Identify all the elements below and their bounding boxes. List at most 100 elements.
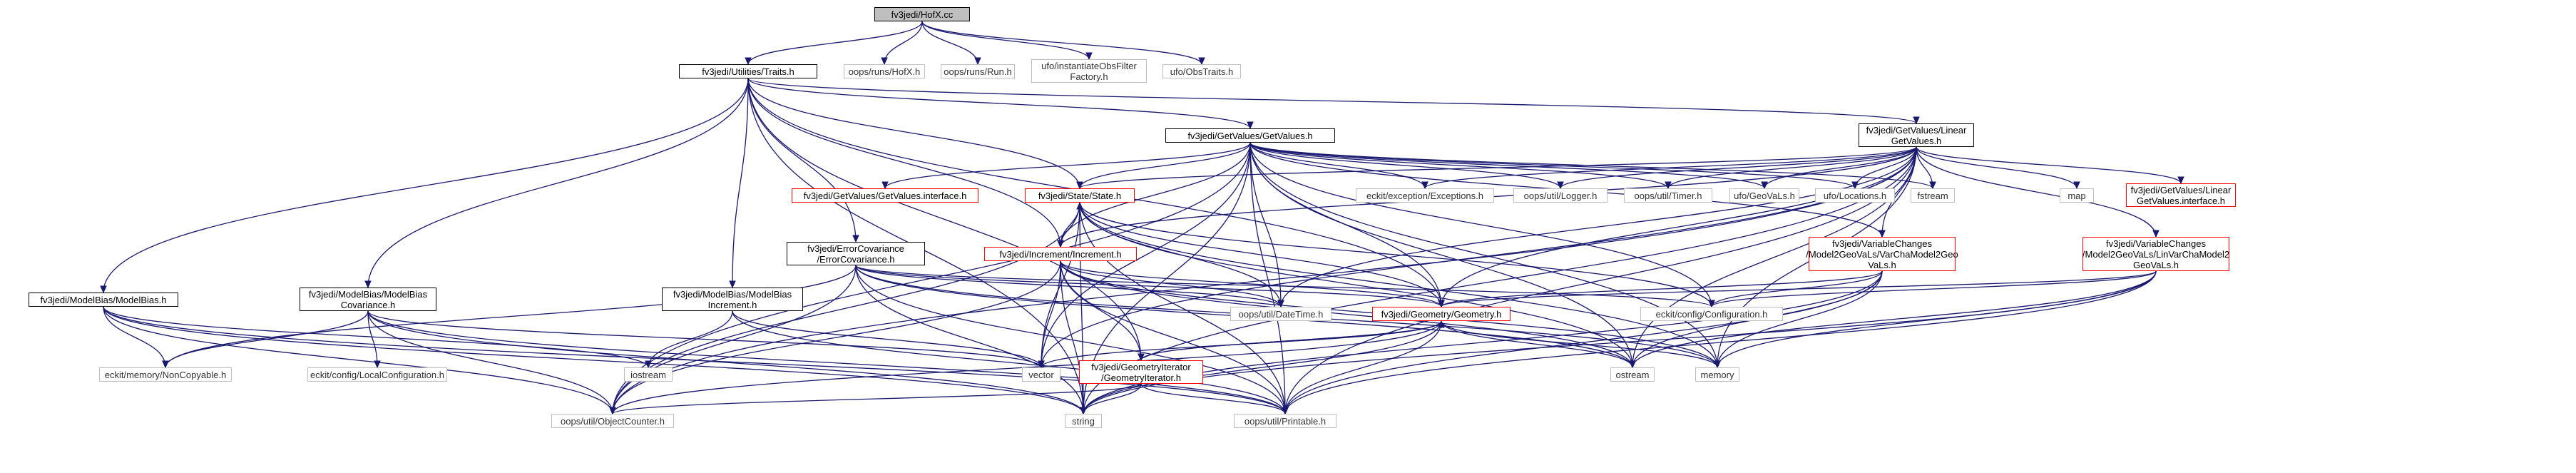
node-errcov[interactable]: fv3jedi/ErrorCovariance/ErrorCovariance.… <box>787 242 925 265</box>
edge-getvalues-increment <box>1060 142 1251 248</box>
node-label: fstream <box>1917 190 1948 201</box>
edge-arrowhead <box>1277 300 1284 308</box>
node-timer: oops/util/Timer.h <box>1624 188 1712 203</box>
node-label: /GeometryIterator.h <box>1101 372 1181 383</box>
edge-varcha-memory <box>1717 270 1883 368</box>
node-localconfig: eckit/config/LocalConfiguration.h <box>307 367 447 382</box>
node-label: fv3jedi/Increment/Increment.h <box>999 248 1122 260</box>
node-label: fv3jedi/State/State.h <box>1038 190 1122 201</box>
node-gvinterface[interactable]: fv3jedi/GetValues/GetValues.interface.h <box>792 188 978 203</box>
edge-arrowhead <box>1665 181 1672 190</box>
node-label: eckit/config/Configuration.h <box>1655 308 1768 320</box>
edge-arrowhead <box>745 57 752 66</box>
node-exceptions: eckit/exception/Exceptions.h <box>1356 188 1494 203</box>
edge-linvarcha-configuration <box>1711 270 2157 307</box>
node-root: fv3jedi/HofX.cc <box>874 7 970 21</box>
edge-root-instobs <box>921 21 1090 60</box>
node-string: string <box>1065 414 1102 428</box>
edge-modelbias-noncopyable <box>103 306 166 368</box>
edge-root-traits <box>747 21 923 65</box>
node-logger: oops/util/Logger.h <box>1513 188 1608 203</box>
edge-arrowhead <box>1282 407 1289 415</box>
node-vector: vector <box>1022 367 1060 382</box>
node-memory: memory <box>1695 367 1739 382</box>
node-label: VaLs.h <box>1868 259 1896 270</box>
edge-arrowhead <box>1085 52 1093 61</box>
node-varcha[interactable]: fv3jedi/VariableChanges/Model2GeoVaLs/Va… <box>1806 237 1958 271</box>
edge-arrowhead <box>1076 201 1083 210</box>
edge-errcov-printable <box>855 265 1286 414</box>
edge-arrowhead <box>1438 300 1445 308</box>
edge-traits-errcov <box>747 78 857 243</box>
edge-arrowhead <box>1076 181 1083 190</box>
edge-mbcov-vector <box>367 310 1042 368</box>
node-obstraits: ufo/ObsTraits.h <box>1162 64 1241 78</box>
edge-arrowhead <box>852 235 859 243</box>
node-traits[interactable]: fv3jedi/Utilities/Traits.h <box>679 64 817 78</box>
edge-lingetvalues-datetime <box>1280 146 1917 307</box>
node-label: /ErrorCovariance.h <box>817 253 895 265</box>
node-label: fv3jedi/ModelBias/ModelBias.h <box>40 294 167 305</box>
edge-arrowhead <box>1913 116 1920 125</box>
node-getvalues[interactable]: fv3jedi/GetValues/GetValues.h <box>1165 128 1335 143</box>
node-run: oops/runs/Run.h <box>941 64 1015 78</box>
edge-errcov-string <box>855 265 1084 414</box>
edge-mbcov-noncopyable <box>165 310 369 368</box>
edge-increment-geometry <box>1060 260 1442 307</box>
node-label: ufo/GeoVaLs.h <box>1734 190 1795 201</box>
node-noncopyable: eckit/memory/NonCopyable.h <box>99 367 232 382</box>
node-label: iostream <box>630 369 666 380</box>
edge-getvalues-exceptions <box>1249 142 1426 189</box>
node-label: oops/util/Logger.h <box>1523 190 1598 201</box>
node-label: memory <box>1700 369 1734 380</box>
edge-varcha-string <box>1083 270 1883 414</box>
node-label: ostream <box>1615 369 1650 380</box>
node-label: /Model2GeoVaLs/VarChaModel2Geo <box>1806 248 1958 260</box>
edge-linvarcha-geometry <box>1441 270 2157 307</box>
node-label: Factory.h <box>1070 71 1108 82</box>
node-linvarcha[interactable]: fv3jedi/VariableChanges/Model2GeoVaLs/Li… <box>2082 237 2229 271</box>
node-state[interactable]: fv3jedi/State/State.h <box>1025 188 1135 203</box>
edge-arrowhead <box>2177 176 2184 185</box>
edge-arrowhead <box>974 57 981 66</box>
edge-geometry-string <box>1083 320 1442 414</box>
edge-traits-geoiter <box>747 78 1142 361</box>
node-objectcounter: oops/util/ObjectCounter.h <box>551 414 674 428</box>
edge-geometry-ostream <box>1441 320 1633 368</box>
edge-errcov-datetime <box>855 265 1282 307</box>
edge-arrowhead <box>645 360 652 369</box>
edge-arrowhead <box>881 181 889 190</box>
node-label: oops/util/Timer.h <box>1634 190 1702 201</box>
node-geometry[interactable]: fv3jedi/Geometry/Geometry.h <box>1372 307 1511 321</box>
edge-arrowhead <box>100 285 107 294</box>
edge-getvalues-timer <box>1249 142 1669 189</box>
edge-arrowhead <box>729 280 736 289</box>
node-geoiter[interactable]: fv3jedi/GeometryIterator/GeometryIterato… <box>1079 360 1203 384</box>
node-label: /Model2GeoVaLs/LinVarChaModel2 <box>2082 248 2230 260</box>
edge-geoiter-string <box>1083 383 1142 414</box>
edge-arrowhead <box>364 280 372 289</box>
node-modelbias[interactable]: fv3jedi/ModelBias/ModelBias.h <box>29 293 178 307</box>
node-label: GetValues.interface.h <box>2136 195 2226 206</box>
edge-mbinc-vector <box>732 310 1042 368</box>
node-label: ufo/ObsTraits.h <box>1170 66 1234 77</box>
node-datetime: oops/util/DateTime.h <box>1230 307 1332 321</box>
edge-getvalues-gvinterface <box>884 142 1251 189</box>
node-increment[interactable]: fv3jedi/Increment/Increment.h <box>984 247 1137 261</box>
edge-mbcov-localconfig <box>367 310 378 368</box>
node-label: oops/runs/Run.h <box>944 66 1012 77</box>
edge-geometry-memory <box>1441 320 1718 368</box>
edge-varcha-geometry <box>1441 270 1883 307</box>
edge-varcha-printable <box>1284 270 1883 414</box>
edge-geometry-printable <box>1284 320 1442 414</box>
edge-traits-state <box>747 78 1080 189</box>
edge-lingetvalues-linvarcha <box>1916 146 2157 238</box>
edge-state-printable <box>1079 202 1286 414</box>
edge-getvalues-printable <box>1249 142 1286 414</box>
